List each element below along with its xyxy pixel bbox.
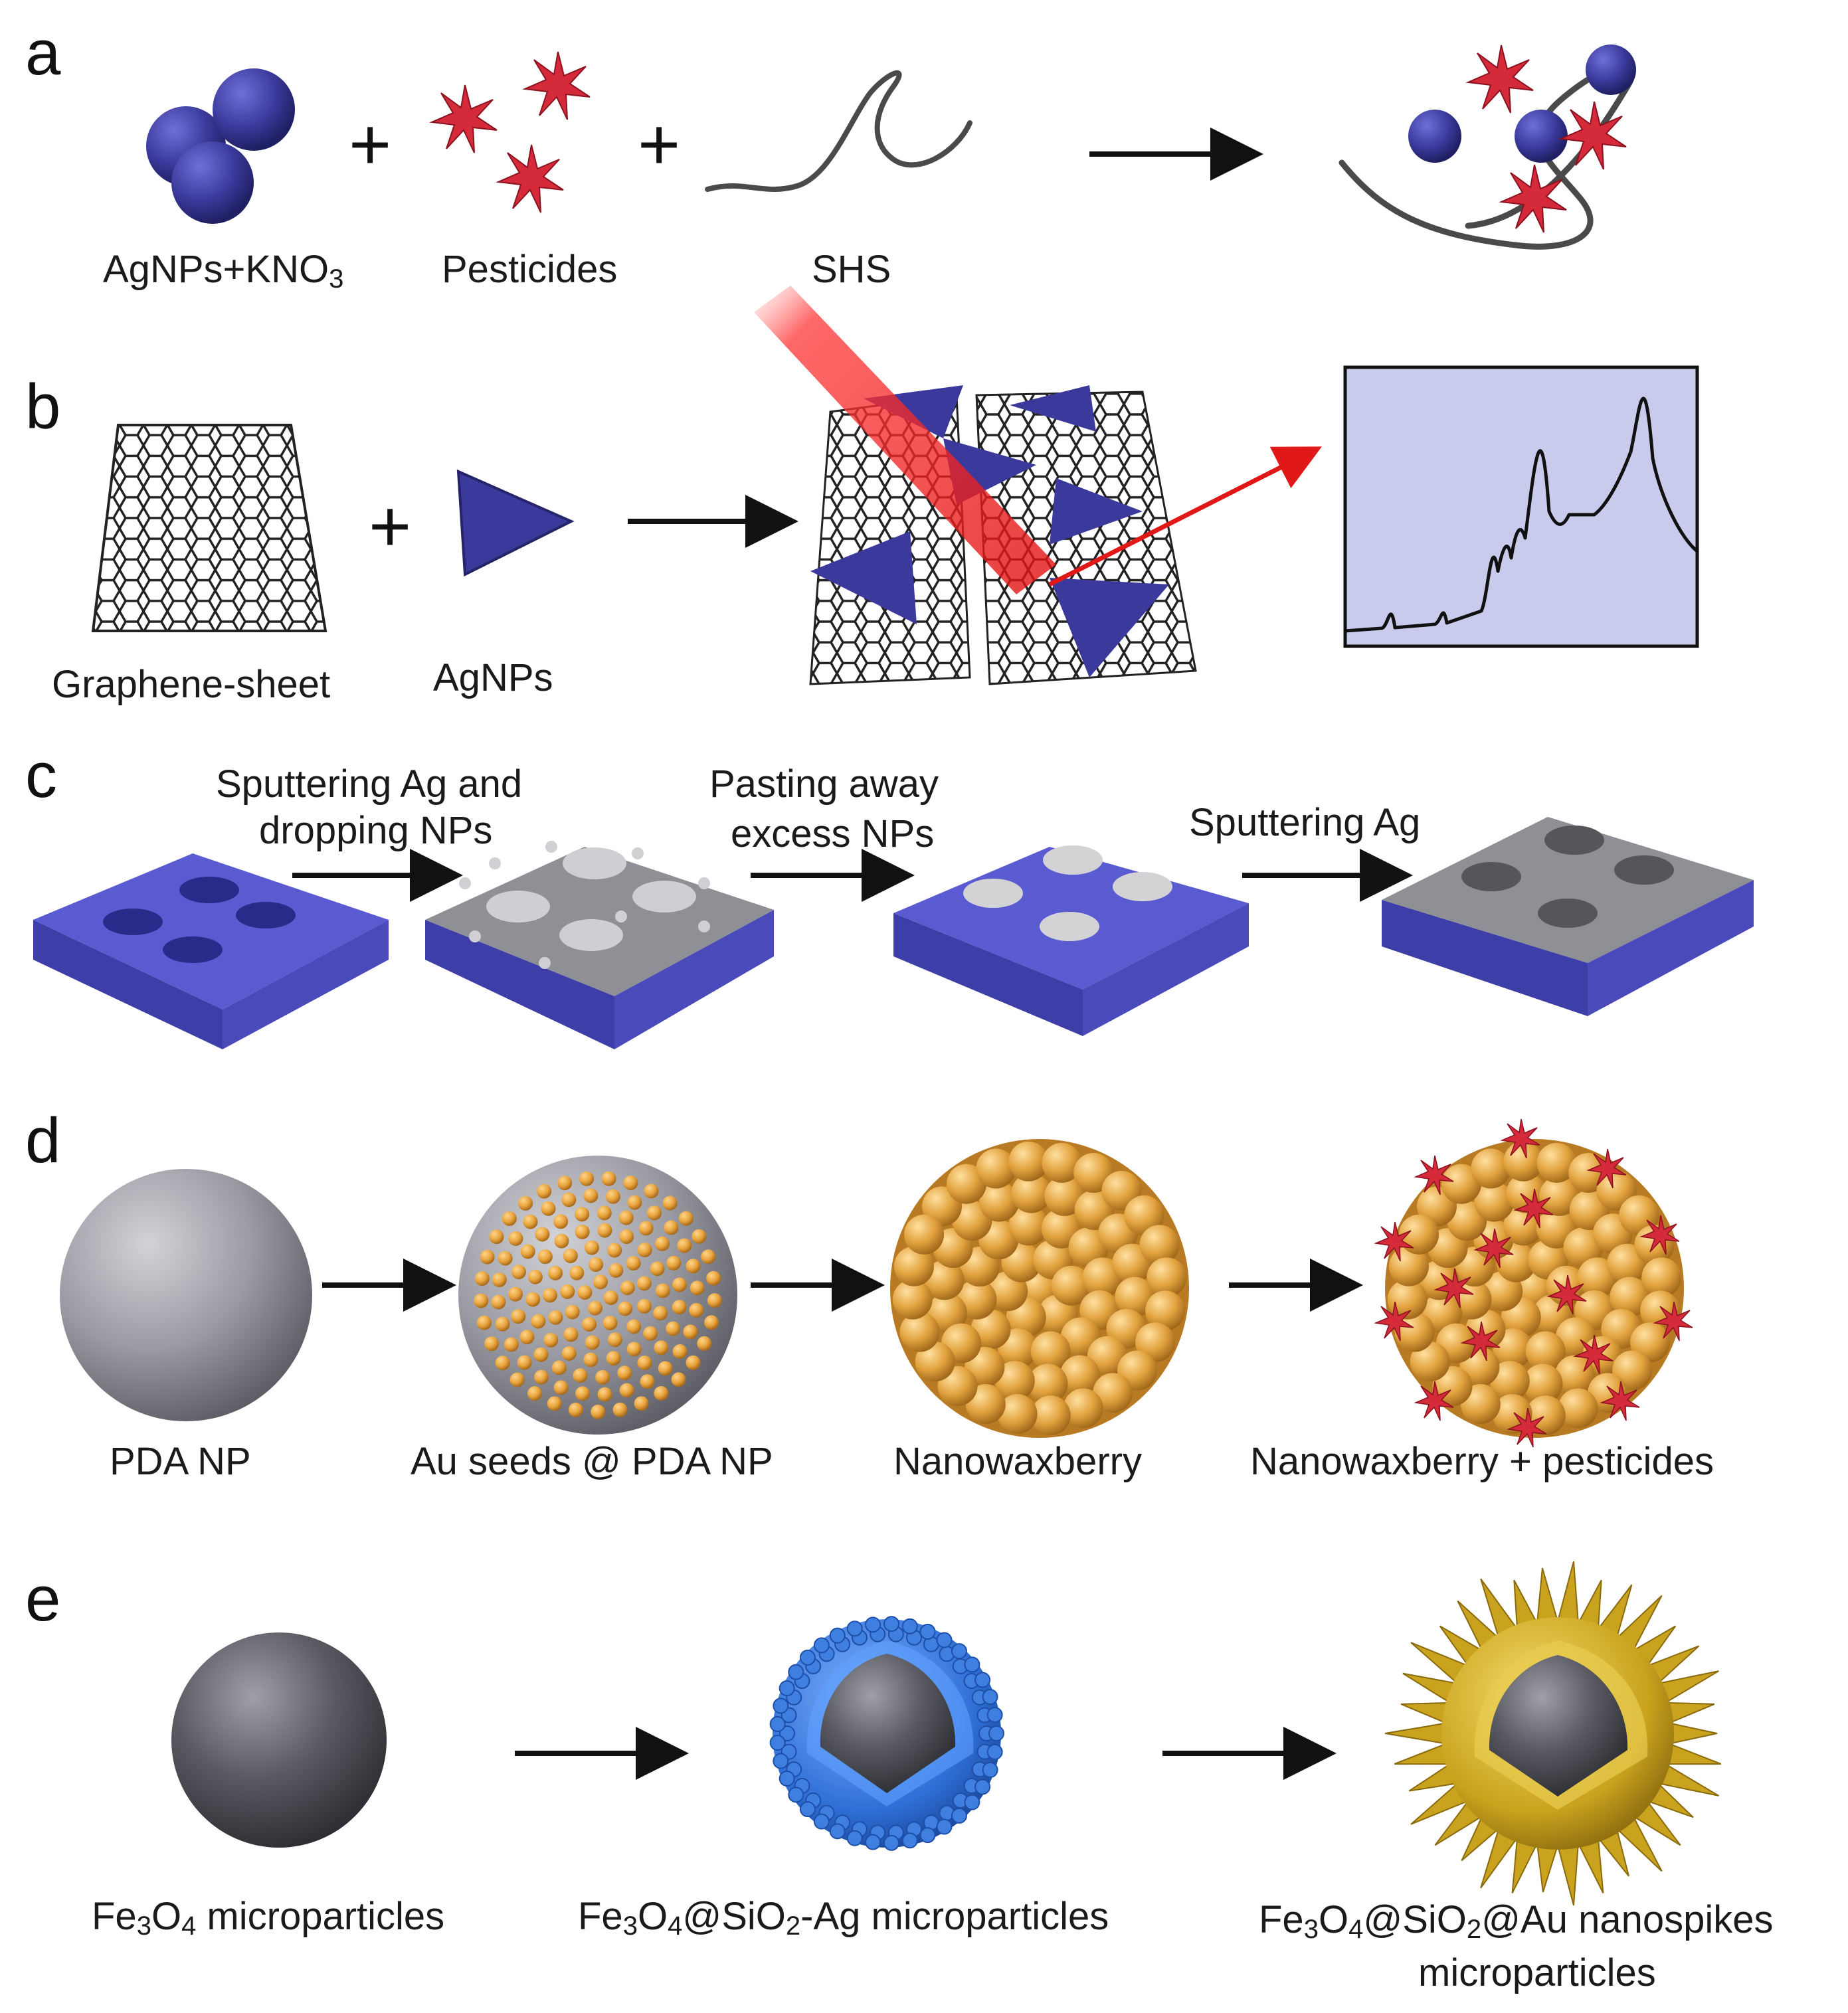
nanowaxberry-with-pesticides-icon <box>1375 1118 1693 1448</box>
pda-nanoparticle-icon <box>60 1169 312 1421</box>
substrate-with-holes-icon <box>33 853 389 1049</box>
pesticides-icon <box>431 51 591 213</box>
fe3o4-sio2-au-nanospikes-icon <box>1384 1561 1722 1906</box>
au-seeds-on-pda-icon <box>458 1156 737 1435</box>
panel-b: b + Graphene-sheet AgNPs <box>25 286 1699 706</box>
label-microparticles-line2: microparticles <box>1418 1951 1656 1994</box>
substrate-with-dropped-nps-icon <box>425 841 774 1049</box>
panel-a: a + + AgNPs+KNO3 Pesticides SHS <box>25 17 1636 294</box>
substrate-with-filled-holes-icon <box>893 845 1249 1036</box>
substrate-sputtered-ag-icon <box>1382 817 1754 1016</box>
panel-letter-c: c <box>25 740 57 811</box>
label-pesticides: Pesticides <box>442 248 617 291</box>
plus-sign: + <box>369 485 411 567</box>
panel-letter-d: d <box>25 1105 60 1176</box>
step2-label-line2: excess NPs <box>731 812 934 855</box>
shs-polymer-chain-icon <box>705 70 972 192</box>
label-nanowaxberry-pesticides: Nanowaxberry + pesticides <box>1250 1440 1714 1483</box>
label-fe3o4-sio2-au: Fe3O4@SiO2@Au nanospikes <box>1259 1898 1774 1944</box>
label-agnps: AgNPs <box>433 656 553 699</box>
fe3o4-microparticle-icon <box>171 1632 387 1848</box>
label-agnps-kno3: AgNPs+KNO3 <box>103 248 343 294</box>
label-fe3o4-sio2-ag: Fe3O4@SiO2-Ag microparticles <box>578 1895 1109 1941</box>
panel-c: c Sputtering Ag and dropping NPs <box>25 740 1754 1049</box>
label-au-seeds-pda: Au seeds @ PDA NP <box>411 1440 773 1483</box>
panel-e: e Fe3O4 microparticles Fe3O4@SiO2-Ag mic… <box>25 1561 1774 1994</box>
nanowaxberry-icon <box>890 1139 1189 1438</box>
fe3o4-sio2-ag-icon <box>769 1616 1004 1851</box>
step2-label-line1: Pasting away <box>709 762 939 806</box>
silver-nanoparticles-icon <box>146 68 295 224</box>
panel-letter-a: a <box>25 17 61 88</box>
graphene-with-triangles-icon <box>754 286 1322 685</box>
step1-label-line2: dropping NPs <box>259 809 492 852</box>
step3-label: Sputtering Ag <box>1189 801 1420 844</box>
graphene-sheet-icon <box>91 424 327 632</box>
plus-sign: + <box>349 104 391 185</box>
silver-triangle-icon <box>456 469 575 577</box>
panel-letter-e: e <box>25 1563 60 1634</box>
complex-product-icon <box>1339 44 1636 250</box>
label-pda-np: PDA NP <box>110 1440 251 1483</box>
plus-sign: + <box>638 104 680 185</box>
panel-letter-b: b <box>25 371 60 442</box>
raman-spectrum-plot-icon <box>1343 365 1699 648</box>
step1-label-line1: Sputtering Ag and <box>216 762 522 806</box>
label-fe3o4: Fe3O4 microparticles <box>92 1895 444 1941</box>
label-nanowaxberry: Nanowaxberry <box>893 1440 1142 1483</box>
label-shs: SHS <box>812 248 891 291</box>
label-graphene-sheet: Graphene-sheet <box>52 663 330 706</box>
panel-d: d PDA NP Au seeds @ PDA NP Nanowaxberry … <box>25 1105 1714 1483</box>
